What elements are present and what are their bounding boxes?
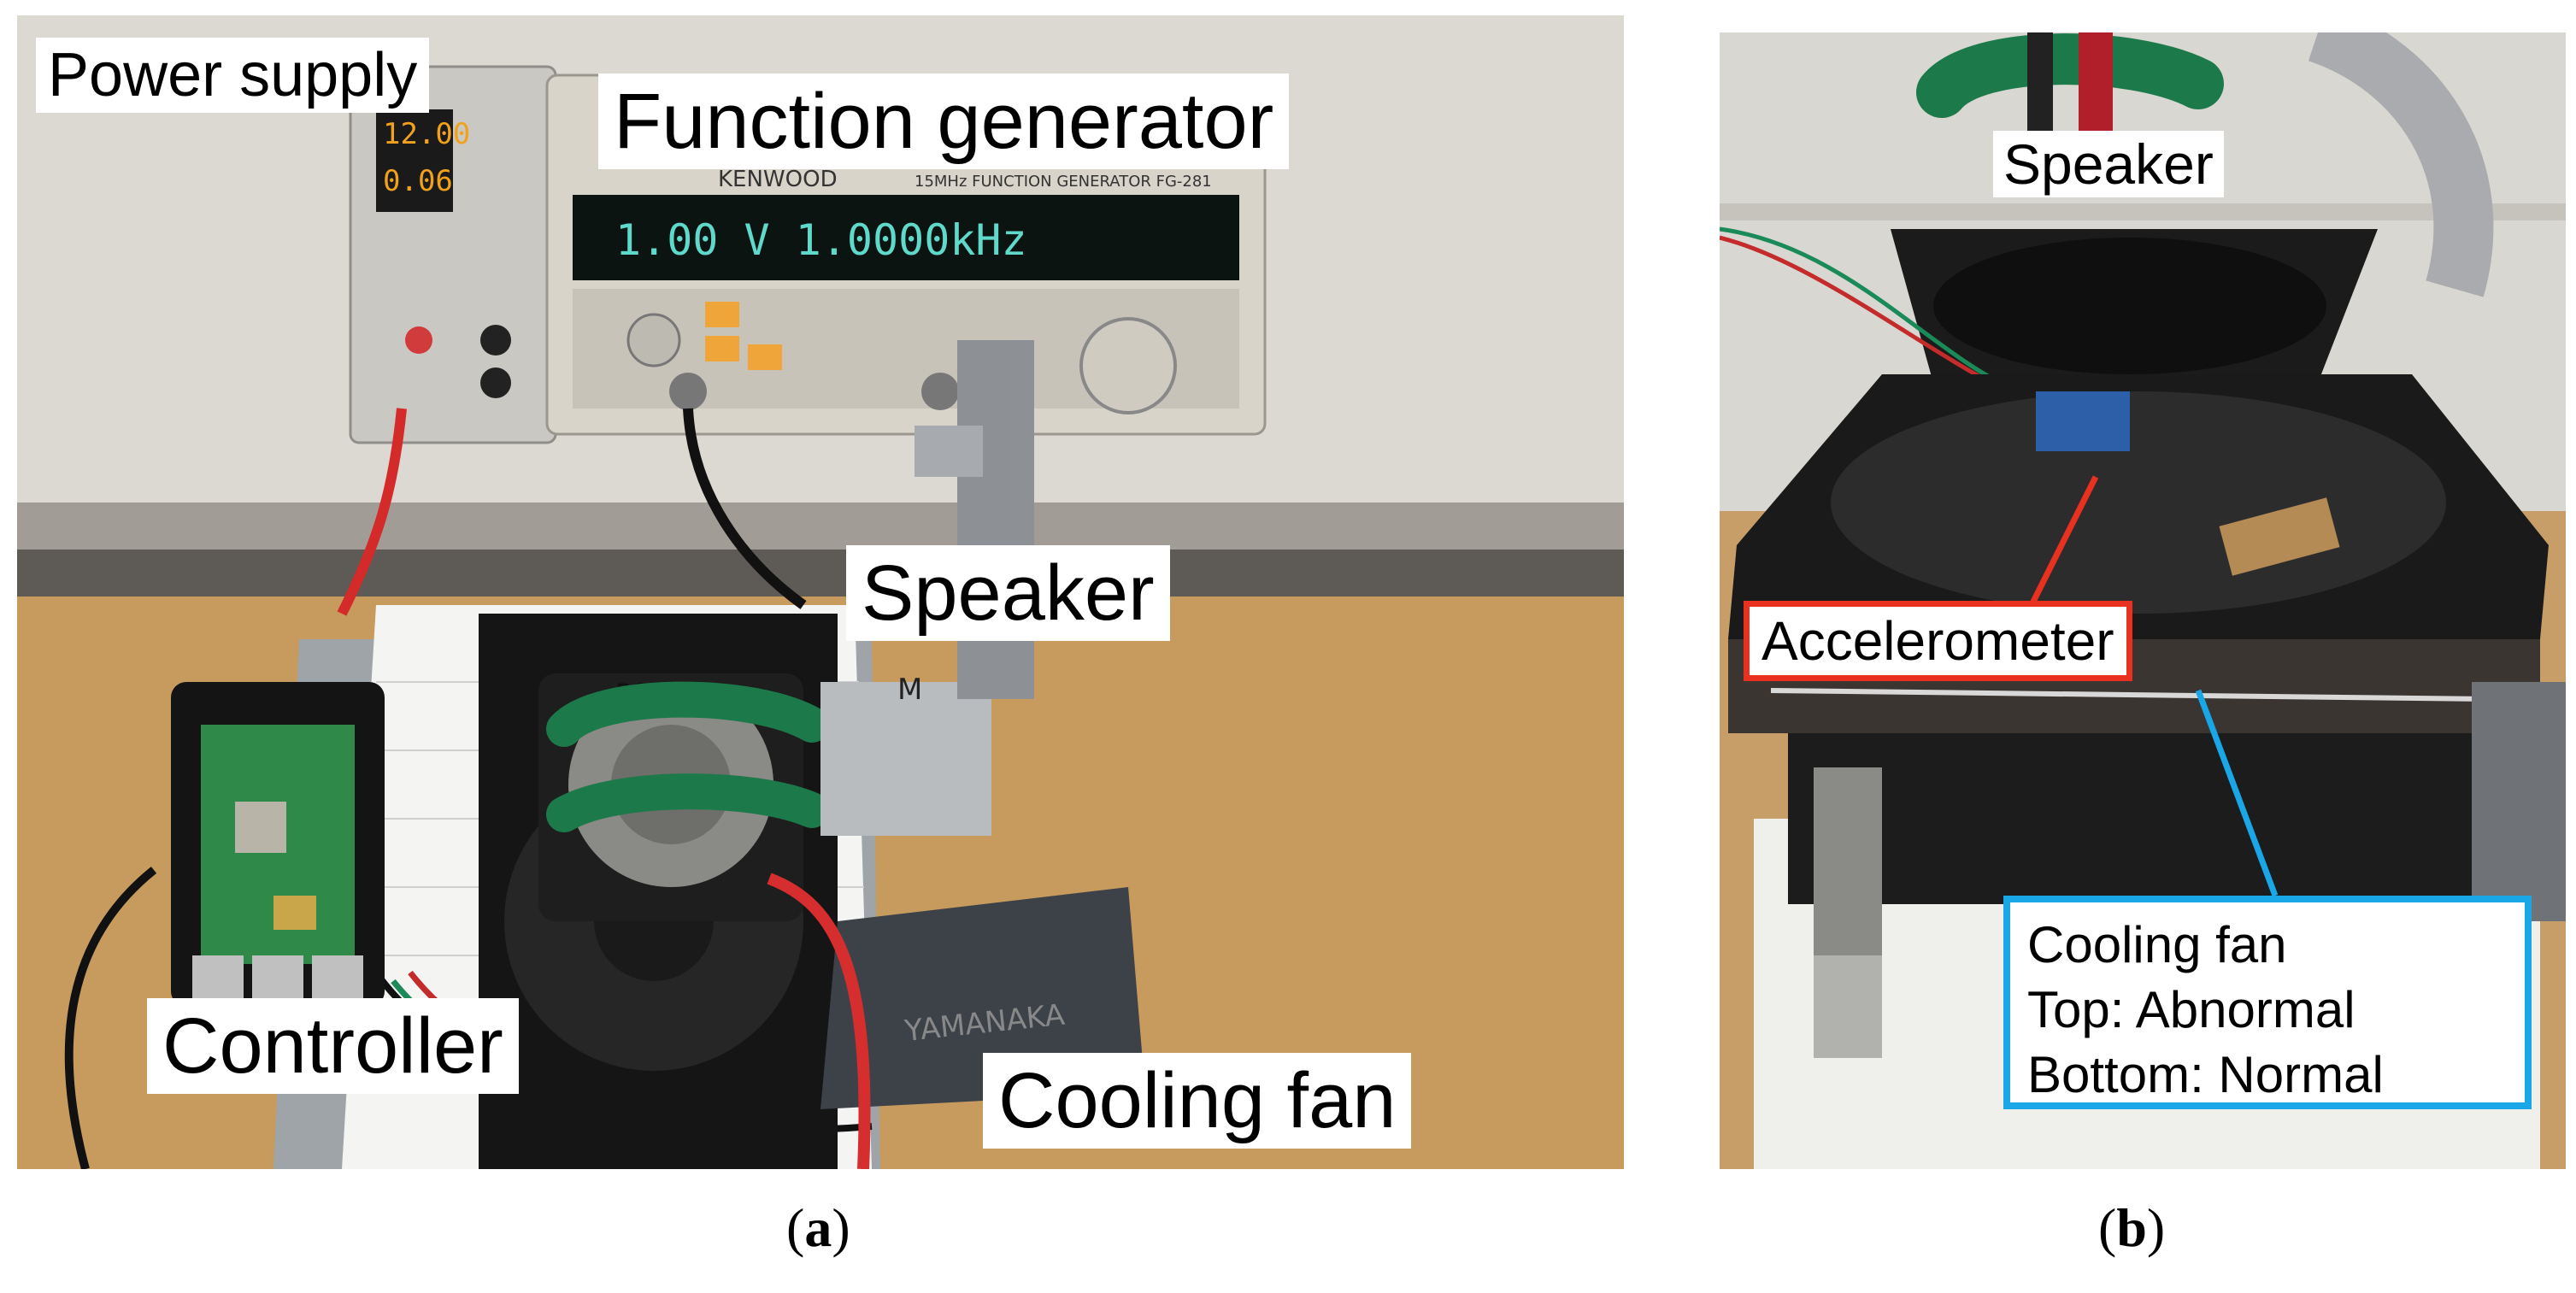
- cooling-fan-b-top: Top: Abnormal: [2027, 981, 2355, 1038]
- shelf-b: [1720, 203, 2566, 220]
- accelerometer-board: [2036, 391, 2130, 451]
- shelf-edge: [17, 503, 1624, 554]
- photo-panel-b: Speaker Accelerometer Cooling fan Top: A…: [1720, 32, 2566, 1169]
- cooling-fan-bottom: [1788, 682, 2566, 1058]
- caption-a-letter: a: [804, 1197, 832, 1258]
- label-speaker-b: Speaker: [1993, 131, 2224, 197]
- accelerometer-callout-line: [2024, 475, 2099, 615]
- label-controller: Controller: [147, 998, 519, 1094]
- label-accelerometer: Accelerometer: [1744, 601, 2132, 681]
- psu-voltage-readout: 12.00: [383, 117, 470, 151]
- label-cooling-fan-b: Cooling fan Top: Abnormal Bottom: Normal: [2003, 896, 2532, 1109]
- shelf-shadow: [17, 550, 1624, 597]
- label-power-supply: Power supply: [36, 38, 430, 113]
- cooling-fan-b-bottom: Bottom: Normal: [2027, 1046, 2384, 1103]
- fg-brand-text: KENWOOD: [718, 167, 838, 192]
- green-clamp: [546, 681, 830, 832]
- speaker-device-b: [1891, 229, 2378, 383]
- green-wire-b: [1720, 226, 2020, 394]
- power-cable: [64, 867, 157, 1169]
- controller-device: [171, 682, 385, 1007]
- red-cable: [337, 408, 407, 616]
- label-function-generator: Function generator: [598, 73, 1290, 169]
- scene-a: 12.00 0.06 KENWOOD 15MHz FUNCTION GENERA…: [17, 15, 1624, 1169]
- cooling-fan-callout-line: [2195, 689, 2279, 897]
- bnc-cable: [683, 408, 807, 609]
- caption-b: (b): [2098, 1197, 2166, 1258]
- fg-model-text: 15MHz FUNCTION GENERATOR FG-281: [915, 173, 1212, 191]
- label-cooling-fan-a: Cooling fan: [983, 1053, 1412, 1149]
- cooling-fan-b-title: Cooling fan: [2027, 916, 2287, 973]
- power-supply-device: 12.00 0.06: [349, 65, 557, 444]
- caption-a: (a): [786, 1197, 850, 1258]
- fg-display-readout: 1.00 V 1.0000kHz: [615, 215, 1027, 265]
- photo-panel-a: 12.00 0.06 KENWOOD 15MHz FUNCTION GENERA…: [17, 15, 1624, 1169]
- cooling-fan-top: [1728, 374, 2549, 733]
- psu-current-readout: 0.06: [383, 164, 453, 198]
- caption-b-letter: b: [2116, 1197, 2147, 1258]
- clip-mark-text: M: [897, 673, 922, 707]
- red-clip-wire: [767, 873, 871, 1169]
- label-speaker-a: Speaker: [846, 545, 1170, 641]
